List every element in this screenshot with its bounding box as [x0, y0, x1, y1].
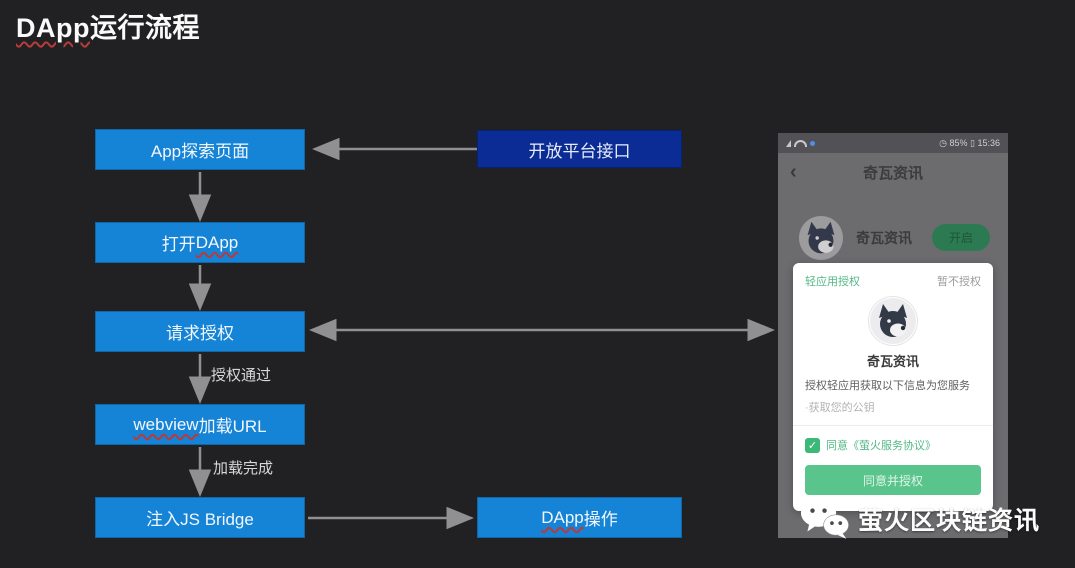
auth-card-title: 轻应用授权 [805, 276, 860, 288]
open-app-button[interactable]: 开启 [932, 224, 990, 251]
box-label-wavy: DApp [541, 507, 584, 527]
auth-app-avatar [869, 297, 917, 345]
box-label: 请求授权 [166, 324, 234, 343]
box-label: 注入JS Bridge [146, 510, 254, 529]
box-label-wavy: webview [133, 414, 199, 434]
title-cn: 运行流程 [89, 13, 200, 43]
watermark-text: 萤火区块链资讯 [858, 506, 1041, 535]
notification-dot-icon [810, 140, 815, 146]
dog-logo-icon [798, 215, 844, 261]
page-title: DApp运行流程 [16, 6, 200, 45]
agreement-row: ✓ 同意《萤火服务协议》 [805, 437, 936, 453]
box-label: App探索页面 [150, 142, 250, 161]
box-label: 开放平台接口 [528, 141, 631, 161]
confirm-authorize-button[interactable]: 同意并授权 [805, 465, 981, 495]
title-latin: DApp [16, 13, 90, 43]
clock-icon: ▯ [970, 137, 975, 148]
watermark: 萤火区块链资讯 [800, 498, 1040, 539]
app-name: 奇瓦资讯 [856, 230, 912, 246]
wifi-icon [794, 139, 807, 147]
edge-label-auth-pass: 授权通过 [211, 367, 272, 384]
back-chevron-icon[interactable]: ‹ [790, 161, 797, 183]
box-label: 操作 [583, 510, 618, 529]
status-right: ◷ 85% ▯ 15:36 [939, 138, 1000, 149]
flow-box-open-platform: 开放平台接口 [477, 130, 682, 168]
phone-nav-title: 奇瓦资讯 [862, 164, 923, 182]
battery-level: 85% [949, 137, 968, 148]
auth-modal-card: 轻应用授权 暂不授权 奇瓦资讯 授权轻应用获取以下信息为您服务 ·获取您的公钥 [793, 263, 993, 511]
agreement-link[interactable]: 同意《萤火服务协议》 [826, 440, 936, 452]
dismiss-auth-button[interactable]: 暂不授权 [937, 276, 981, 288]
phone-nav-bar: ‹ 奇瓦资讯 [778, 153, 1008, 191]
box-label: 加载URL [198, 417, 267, 436]
auth-description: 授权轻应用获取以下信息为您服务 [805, 380, 970, 392]
signal-icon [786, 139, 791, 147]
wechat-logo-icon [800, 499, 849, 539]
phone-status-bar: ◷ 85% ▯ 15:36 [778, 133, 1008, 153]
flow-box-request-auth: 请求授权 [95, 311, 305, 352]
box-label-wavy: DApp [195, 232, 239, 252]
battery-icon: ◷ [939, 137, 947, 148]
flow-box-app-explore: App探索页面 [95, 129, 305, 170]
card-divider [793, 425, 993, 426]
auth-card-header: 轻应用授权 暂不授权 [805, 273, 981, 289]
agree-checkbox[interactable]: ✓ [805, 437, 820, 453]
auth-app-name: 奇瓦资讯 [866, 354, 919, 369]
edge-label-load-done: 加载完成 [213, 460, 274, 477]
auth-scope-item: ·获取您的公钥 [805, 402, 875, 414]
box-label: 打开 [161, 235, 196, 254]
phone-screenshot: ◷ 85% ▯ 15:36 ‹ 奇瓦资讯 [778, 133, 1008, 538]
status-time: 15:36 [977, 137, 1000, 148]
flow-box-inject-js: 注入JS Bridge [95, 497, 305, 538]
status-left-icons [786, 139, 815, 147]
dog-logo-icon [870, 298, 916, 344]
app-profile-row: 奇瓦资讯 开启 [778, 215, 1008, 261]
app-avatar [798, 215, 844, 261]
